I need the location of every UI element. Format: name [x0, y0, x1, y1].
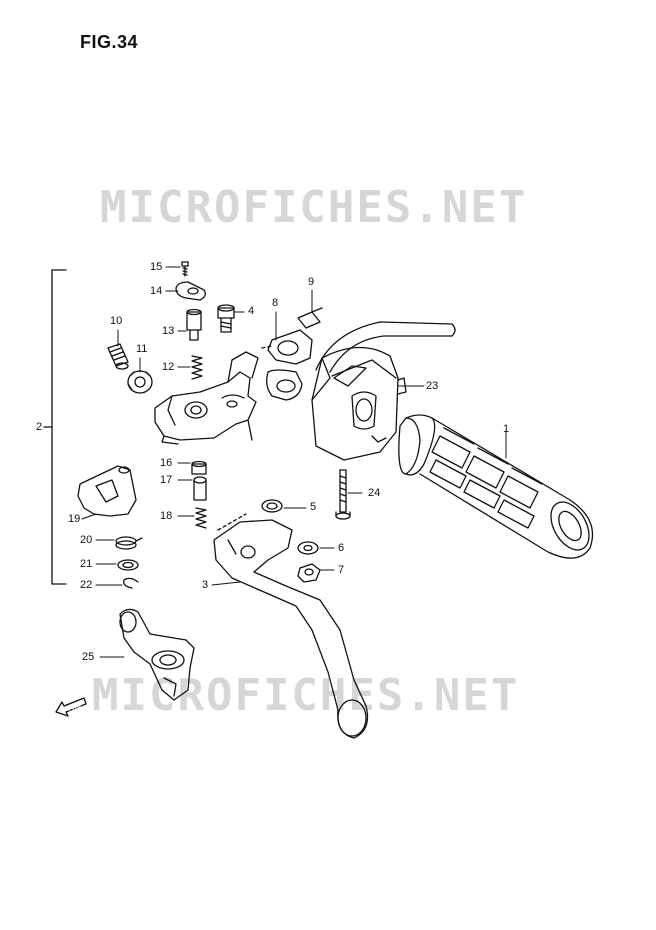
part-24-screw — [335, 469, 351, 520]
dash-3 — [217, 513, 247, 531]
callout-18: 18 — [160, 510, 173, 522]
part-1-grip — [398, 414, 594, 559]
part-14-plate — [175, 281, 206, 301]
part-21-washer — [117, 559, 139, 571]
callout-19: 19 — [68, 513, 81, 525]
callout-13: 13 — [162, 325, 175, 337]
part-11-nut — [127, 370, 153, 394]
callout-23: 23 — [426, 380, 439, 392]
callout-7: 7 — [338, 564, 345, 576]
callout-16: 16 — [160, 457, 173, 469]
assembly-bracket — [43, 269, 67, 585]
callout-15: 15 — [150, 261, 163, 273]
part-13-pin — [186, 308, 202, 341]
fwd-arrow — [55, 697, 87, 717]
part-6-washer — [297, 541, 319, 555]
callout-1: 1 — [503, 423, 510, 435]
callout-3: 3 — [202, 579, 209, 591]
part-18-spring — [195, 507, 207, 529]
dash-8 — [261, 345, 273, 349]
callout-6: 6 — [338, 542, 345, 554]
part-4-bolt — [217, 304, 235, 333]
watermark-bottom: MICROFICHES.NET — [92, 670, 520, 721]
callout-24: 24 — [368, 487, 381, 499]
part-23-switch-housing — [311, 346, 407, 461]
part-7-nut — [297, 563, 321, 583]
lever-holder — [154, 351, 259, 445]
part-25-cover — [119, 608, 195, 701]
callout-12: 12 — [162, 361, 175, 373]
callout-17: 17 — [160, 474, 173, 486]
callout-4: 4 — [248, 305, 255, 317]
part-20-spring — [115, 536, 143, 550]
part-5-bushing — [261, 499, 283, 513]
callout-21: 21 — [80, 558, 93, 570]
part-16-cap — [191, 460, 207, 475]
callout-14: 14 — [150, 285, 163, 297]
part-10-adjuster — [107, 343, 129, 370]
callout-8: 8 — [272, 297, 279, 309]
callout-25: 25 — [82, 651, 95, 663]
part-19-plate — [77, 465, 137, 517]
callout-9: 9 — [308, 276, 315, 288]
part-12-spring — [191, 355, 203, 380]
switch-cable — [315, 321, 456, 373]
watermark-top: MICROFICHES.NET — [100, 182, 528, 233]
callout-5: 5 — [310, 501, 317, 513]
part-3-lever — [213, 519, 369, 739]
leader-lines — [81, 266, 507, 658]
part-22-clip — [123, 577, 139, 589]
callout-2: 2 — [36, 421, 43, 433]
callout-10: 10 — [110, 315, 123, 327]
part-15-screw — [181, 261, 189, 277]
figure-title: FIG.34 — [80, 32, 139, 52]
callout-22: 22 — [80, 579, 93, 591]
part-9-screw — [297, 307, 323, 329]
callout-11: 11 — [136, 343, 148, 355]
part-8-clamp — [266, 329, 313, 401]
callout-20: 20 — [80, 534, 93, 546]
part-17-pin — [193, 476, 207, 501]
